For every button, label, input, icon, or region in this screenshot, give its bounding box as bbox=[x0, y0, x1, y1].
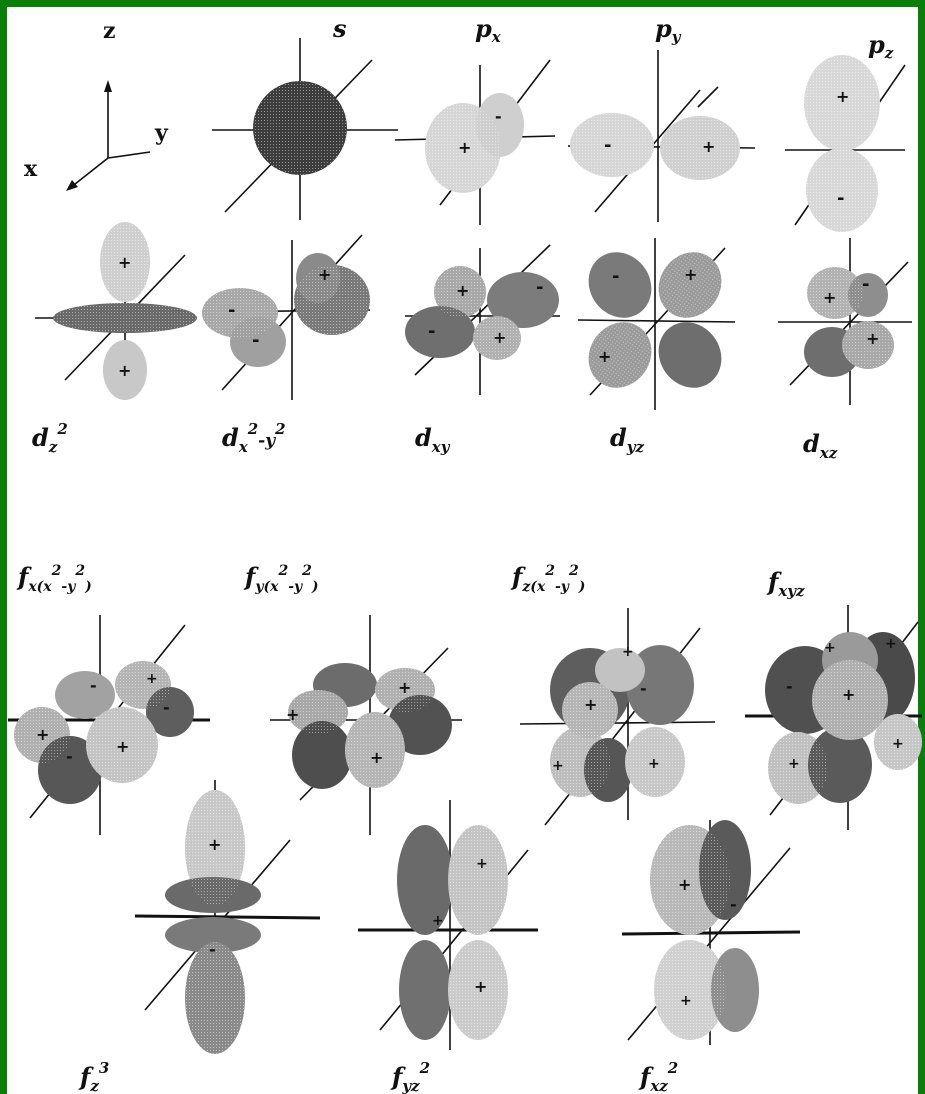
fx-x2-y2-orbital: + - - + + - bbox=[8, 615, 210, 835]
dxy-minus-sign: - bbox=[536, 277, 543, 298]
z-axis-label: z bbox=[103, 18, 116, 44]
dxy-minus-2-sign: - bbox=[428, 321, 435, 342]
dz2-orbital: + + dz2 bbox=[32, 222, 197, 456]
fz-plus-1-sign: + bbox=[622, 644, 634, 660]
dz2-label: dz2 bbox=[32, 420, 68, 456]
fx-minus-3-sign: - bbox=[66, 747, 73, 766]
fxz2-plus-1-sign: + bbox=[678, 875, 691, 894]
fz3-minus-sign: - bbox=[209, 940, 216, 959]
px-minus-sign: - bbox=[495, 107, 502, 126]
dz2-plus-bottom-sign: + bbox=[118, 361, 131, 380]
fxyz-minus-1-sign: - bbox=[786, 677, 793, 696]
dxy-orbital: + - - + dxy bbox=[405, 244, 560, 456]
fx-minus-1-sign: - bbox=[163, 698, 170, 717]
y-axis-line bbox=[107, 151, 151, 159]
dx2y2-minus-sign: - bbox=[228, 300, 235, 321]
dyz-plus-sign: + bbox=[684, 265, 697, 284]
fyz2-label: fyz2 bbox=[390, 1059, 430, 1094]
fz-minus-1-sign: - bbox=[640, 679, 647, 698]
dx2y2-label: dx2-y2 bbox=[222, 420, 286, 456]
fxyz-plus-1-sign: + bbox=[824, 640, 836, 656]
x-axis-arrow bbox=[69, 157, 109, 189]
pz-orbital: + - pz bbox=[785, 30, 906, 232]
y-axis-label: y bbox=[154, 120, 169, 146]
fx-plus-1-sign: + bbox=[146, 671, 158, 687]
fy-x2-y2-orbital: + + + bbox=[270, 615, 462, 835]
x-axis-label: x bbox=[24, 156, 38, 182]
dx2y2-orbital: - + - dx2-y2 bbox=[202, 234, 371, 456]
fyz2-orbital: + + + fyz2 bbox=[358, 800, 538, 1094]
dyz-plus-2-sign: + bbox=[598, 347, 611, 366]
dxz-plus-sign: + bbox=[823, 288, 836, 307]
fxyz-plus-4-sign: + bbox=[892, 736, 904, 752]
py-plus-sign: + bbox=[702, 137, 715, 156]
pz-label: pz bbox=[868, 30, 894, 62]
fxz2-plus-2-sign: + bbox=[680, 993, 692, 1009]
s-orbital: s bbox=[212, 14, 398, 220]
fxyz-label: fxyz bbox=[766, 567, 805, 600]
fz3-orbital: + - fz3 bbox=[78, 780, 321, 1094]
fy-x2-y2-label: fy(x2-y2) bbox=[243, 562, 319, 595]
fxyz-plus-2-sign: + bbox=[885, 636, 897, 652]
pz-minus-sign: - bbox=[837, 188, 844, 209]
fxz2-label: fxz2 bbox=[638, 1059, 678, 1094]
fz3-plus-sign: + bbox=[208, 835, 221, 854]
dyz-orbital: - + + dyz bbox=[577, 238, 736, 456]
fyz2-plus-1-sign: + bbox=[476, 856, 488, 872]
dxz-label: dxz bbox=[803, 429, 838, 462]
fxyz-plus-3-sign: + bbox=[842, 685, 855, 704]
dxz-minus-sign: - bbox=[862, 274, 869, 295]
dxz-plus-2-sign: + bbox=[866, 329, 879, 348]
dxy-plus-sign: + bbox=[456, 281, 469, 300]
fxyz-plus-5-sign: + bbox=[788, 756, 800, 772]
fy-plus-3-sign: + bbox=[370, 748, 383, 767]
fx-plus-2-sign: + bbox=[36, 725, 49, 744]
fxyz-orbital: + + - + + + bbox=[745, 605, 922, 830]
py-orbital: - + py bbox=[567, 14, 756, 222]
py-minus-sign: - bbox=[604, 135, 611, 156]
fz-x2-y2-orbital: + - + + + bbox=[519, 608, 716, 826]
dyz-minus-sign: - bbox=[612, 266, 619, 287]
fx-minus-2-sign: - bbox=[90, 676, 97, 695]
dyz-label: dyz bbox=[610, 423, 644, 456]
x-arrowhead-icon bbox=[66, 180, 78, 191]
px-plus-sign: + bbox=[458, 138, 471, 157]
s-label: s bbox=[332, 14, 347, 43]
dxy-plus-2-sign: + bbox=[493, 328, 506, 347]
fy-plus-1-sign: + bbox=[398, 678, 411, 697]
px-label: px bbox=[475, 14, 502, 46]
fy-plus-2-sign: + bbox=[286, 705, 299, 724]
fz-plus-3-sign: + bbox=[552, 758, 564, 774]
fz-x2-y2-label: fz(x2-y2) bbox=[510, 562, 585, 595]
dx2y2-minus-2-sign: - bbox=[252, 330, 259, 351]
fxz2-minus-1-sign: - bbox=[730, 895, 737, 914]
pz-plus-sign: + bbox=[836, 87, 849, 106]
dz2-plus-top-sign: + bbox=[118, 253, 131, 272]
dxy-label: dxy bbox=[415, 423, 451, 456]
fyz2-plus-2-sign: + bbox=[432, 913, 444, 929]
fz3-label: fz3 bbox=[78, 1059, 109, 1094]
dxz-orbital: + - + dxz bbox=[778, 238, 912, 462]
px-orbital: + - px bbox=[394, 14, 556, 225]
fyz2-plus-3-sign: + bbox=[474, 977, 487, 996]
z-arrowhead-icon bbox=[104, 80, 112, 92]
fz-plus-2-sign: + bbox=[584, 695, 597, 714]
fx-plus-3-sign: + bbox=[116, 737, 129, 756]
axes-legend: z y x bbox=[24, 18, 169, 191]
fx-x2-y2-label: fx(x2-y2) bbox=[16, 562, 92, 595]
fz-plus-4-sign: + bbox=[648, 756, 660, 772]
fxz2-orbital: + - + fxz2 bbox=[621, 820, 801, 1094]
py-label: py bbox=[655, 14, 682, 46]
dx2y2-plus-sign: + bbox=[318, 265, 331, 284]
